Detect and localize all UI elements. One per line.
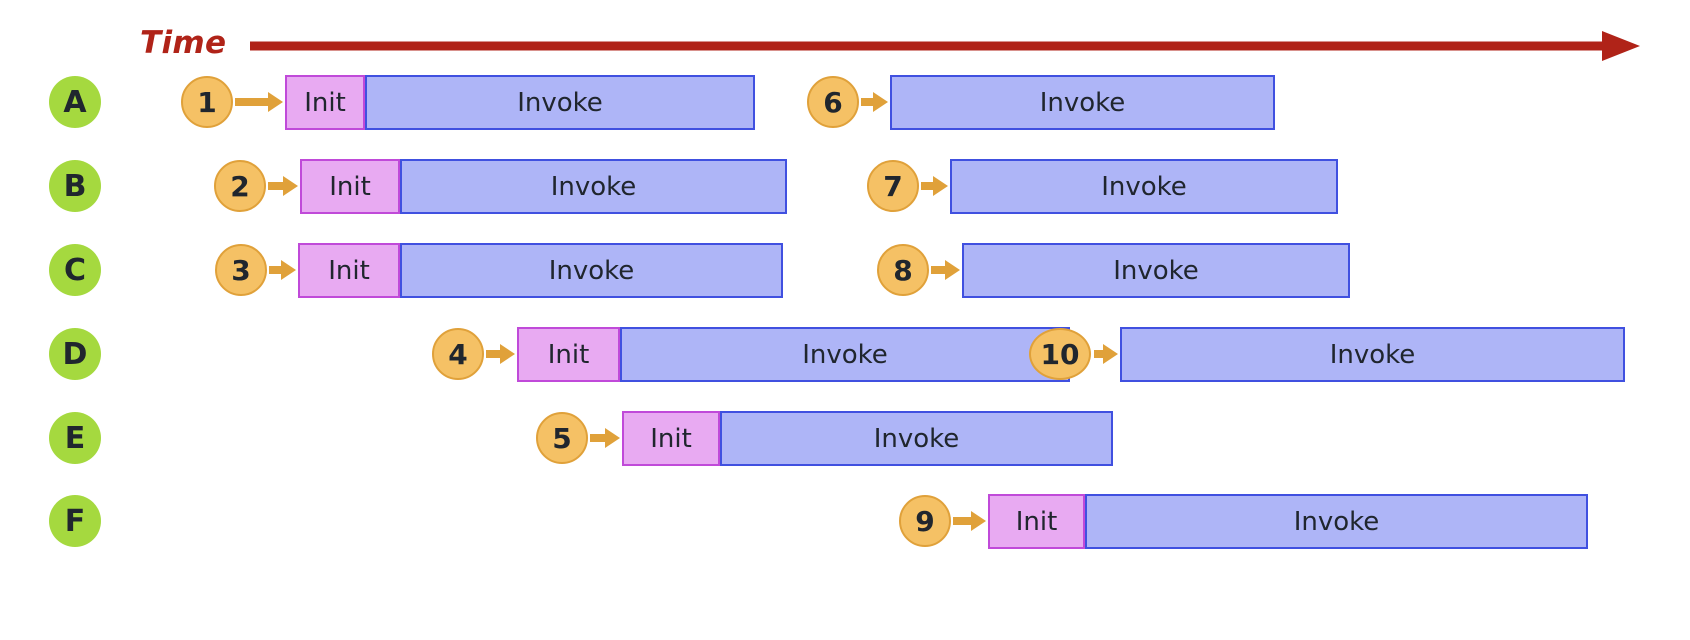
- invoke-bar-3[interactable]: Invoke: [400, 243, 783, 298]
- invoke-bar-5[interactable]: Invoke: [720, 411, 1113, 466]
- request-circle-10[interactable]: 10: [1029, 328, 1091, 380]
- request-circle-2[interactable]: 2: [214, 160, 266, 212]
- init-bar-3[interactable]: Init: [298, 243, 400, 298]
- request-circle-1[interactable]: 1: [181, 76, 233, 128]
- invoke-bar-9[interactable]: Invoke: [1085, 494, 1588, 549]
- invoke-bar-2[interactable]: Invoke: [400, 159, 787, 214]
- request-circle-6[interactable]: 6: [807, 76, 859, 128]
- request-circle-5[interactable]: 5: [536, 412, 588, 464]
- invoke-bar-8[interactable]: Invoke: [962, 243, 1350, 298]
- request-circle-3[interactable]: 3: [215, 244, 267, 296]
- lane-badge-b: B: [49, 160, 101, 212]
- request-circle-8[interactable]: 8: [877, 244, 929, 296]
- init-bar-1[interactable]: Init: [285, 75, 365, 130]
- request-arrow-icon-10: [1094, 344, 1118, 364]
- request-arrow-icon-6: [861, 92, 888, 112]
- request-arrow-icon-9: [953, 511, 986, 531]
- request-circle-7[interactable]: 7: [867, 160, 919, 212]
- invoke-bar-4[interactable]: Invoke: [620, 327, 1070, 382]
- request-arrow-icon-4: [486, 344, 515, 364]
- lane-badge-a: A: [49, 76, 101, 128]
- request-circle-4[interactable]: 4: [432, 328, 484, 380]
- time-axis-arrow-icon: [250, 31, 1640, 61]
- init-bar-2[interactable]: Init: [300, 159, 400, 214]
- invoke-bar-10[interactable]: Invoke: [1120, 327, 1625, 382]
- lane-badge-c: C: [49, 244, 101, 296]
- request-arrow-icon-5: [590, 428, 620, 448]
- invoke-bar-6[interactable]: Invoke: [890, 75, 1275, 130]
- lane-badge-e: E: [49, 412, 101, 464]
- request-arrow-icon-8: [931, 260, 960, 280]
- invoke-bar-7[interactable]: Invoke: [950, 159, 1338, 214]
- lane-badge-d: D: [49, 328, 101, 380]
- request-arrow-icon-7: [921, 176, 948, 196]
- request-arrow-icon-3: [269, 260, 296, 280]
- init-bar-9[interactable]: Init: [988, 494, 1085, 549]
- lane-badge-f: F: [49, 495, 101, 547]
- init-bar-5[interactable]: Init: [622, 411, 720, 466]
- request-arrow-icon-2: [268, 176, 298, 196]
- invoke-bar-1[interactable]: Invoke: [365, 75, 755, 130]
- time-axis-label: Time: [140, 25, 227, 61]
- init-bar-4[interactable]: Init: [517, 327, 620, 382]
- request-arrow-icon-1: [235, 92, 283, 112]
- request-circle-9[interactable]: 9: [899, 495, 951, 547]
